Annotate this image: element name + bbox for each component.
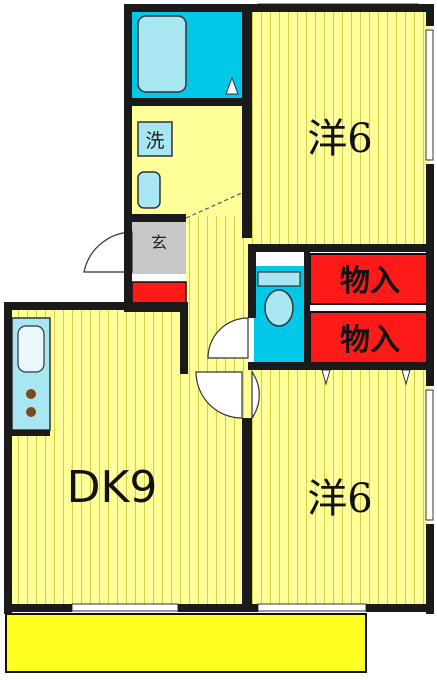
western-bottom-door-swing — [251, 370, 260, 420]
stove-burner-icon — [26, 389, 36, 399]
storage-label-top: 物入 — [340, 264, 400, 299]
window-bottom-western — [257, 603, 367, 612]
western-room-bottom-label: 洋6 — [307, 476, 372, 522]
balcony — [5, 613, 367, 673]
toilet-tank-icon — [257, 271, 301, 287]
walls — [4, 4, 434, 614]
dk-room-label: DK9 — [67, 462, 158, 513]
bathtub-icon — [137, 15, 187, 93]
toilet-sink-icon — [137, 171, 161, 209]
bath-door-icon — [225, 76, 239, 95]
western-room-bottom — [248, 368, 430, 608]
kitchen-sink-icon — [17, 325, 45, 373]
storage-label-bottom: 物入 — [340, 323, 400, 358]
shoe-cabinet — [131, 281, 187, 305]
washroom-curtain — [185, 191, 245, 219]
stove-burner-icon-2 — [26, 407, 36, 417]
entrance-floor — [132, 222, 186, 274]
entrance-label: 玄 — [151, 233, 167, 252]
washroom-label: 洗 — [145, 130, 164, 152]
dk-door-swing — [195, 371, 243, 419]
washroom-label-box — [137, 121, 173, 157]
western-room-top-label: 洋6 — [307, 116, 372, 162]
western-room-top — [248, 10, 430, 246]
entrance-door-swing — [83, 231, 133, 273]
window-bottom-dk — [71, 603, 179, 612]
toilet-bowl-icon — [264, 289, 294, 327]
window-right-top — [425, 29, 434, 161]
hall-door-swing — [207, 317, 249, 359]
window-right-bottom — [425, 389, 434, 521]
